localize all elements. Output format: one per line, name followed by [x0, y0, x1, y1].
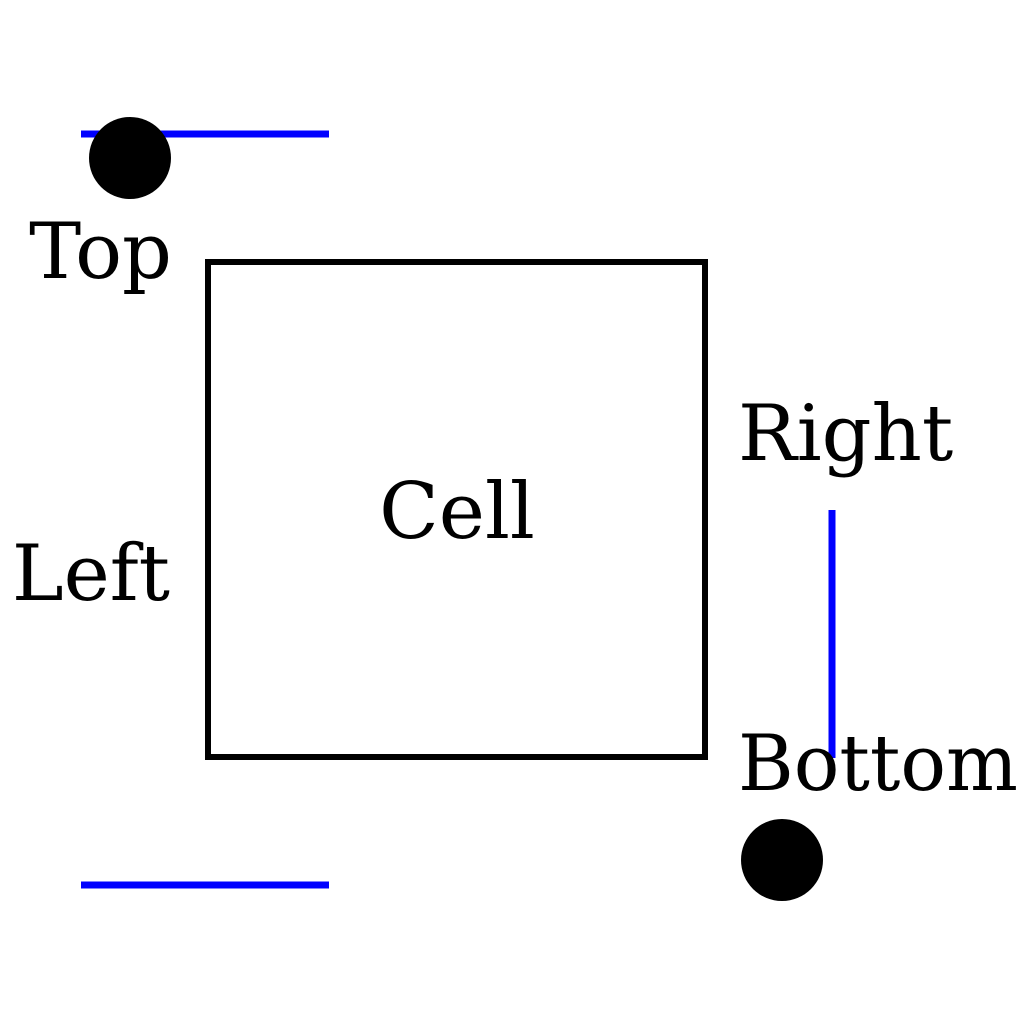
- bottom-label: Bottom: [738, 719, 1018, 809]
- cell-label: Cell: [379, 467, 535, 557]
- top-dot: [89, 117, 171, 199]
- left-label: Left: [12, 529, 170, 619]
- top-label: Top: [29, 207, 172, 297]
- bottom-dot: [741, 819, 823, 901]
- cell-box: [205, 259, 708, 760]
- right-label: Right: [738, 389, 953, 479]
